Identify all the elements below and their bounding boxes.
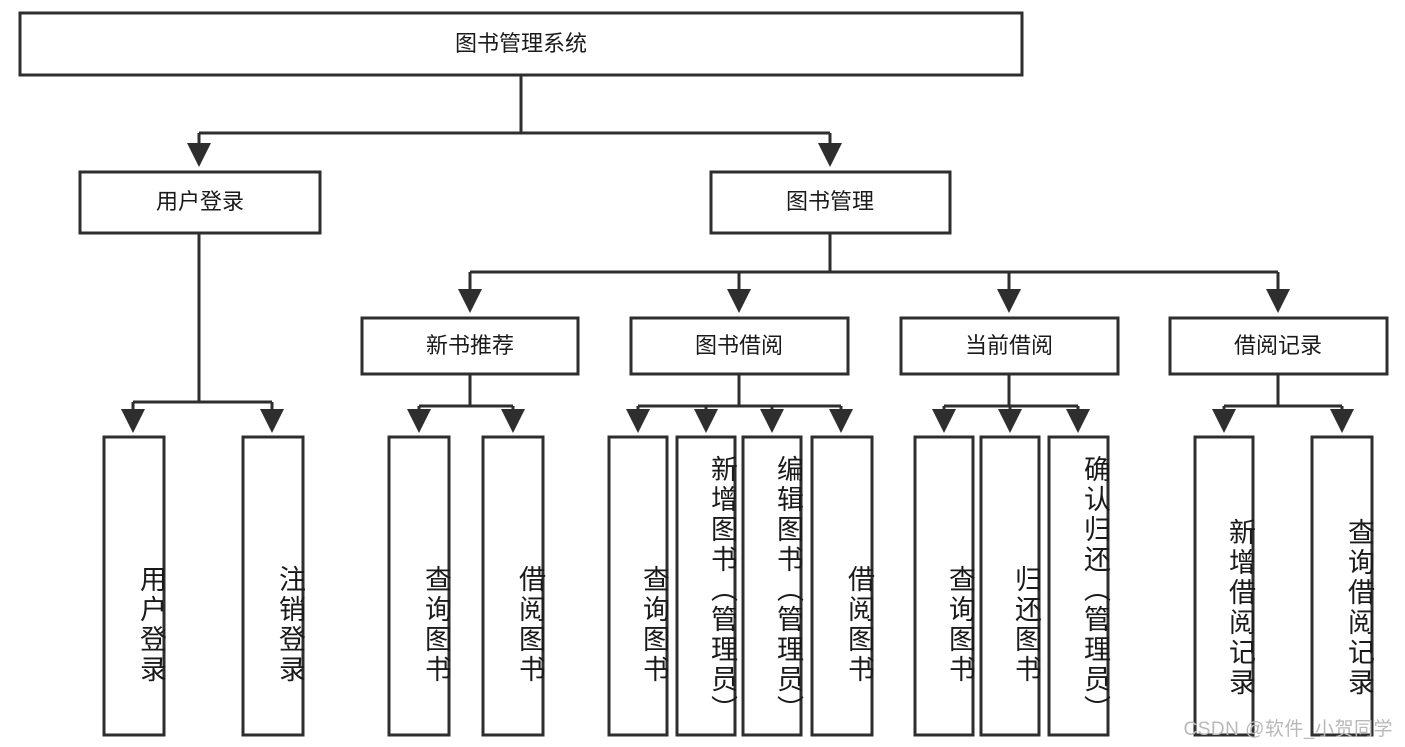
node-current-box[interactable] bbox=[899, 316, 1120, 376]
node-c3-box[interactable] bbox=[1047, 435, 1110, 737]
node-b2-box[interactable] bbox=[675, 435, 737, 737]
csdn-watermark: CSDN @软件_小贺同学 bbox=[1183, 719, 1393, 740]
node-records-label: 借阅记录 bbox=[1234, 333, 1322, 358]
node-l1-box[interactable] bbox=[102, 435, 166, 737]
node-n2-box[interactable] bbox=[481, 435, 545, 737]
node-bookmgmt-box[interactable] bbox=[709, 170, 952, 235]
node-c1-box[interactable] bbox=[913, 435, 975, 737]
edge-login-to-leaves bbox=[121, 233, 284, 433]
node-newbook[interactable]: 新书推荐 bbox=[360, 316, 580, 376]
node-c2-box[interactable] bbox=[979, 435, 1041, 737]
node-current-label: 当前借阅 bbox=[965, 333, 1053, 358]
node-root-label: 图书管理系统 bbox=[455, 31, 587, 56]
node-bookmgmt-label: 图书管理 bbox=[786, 189, 874, 214]
edge-current-to-leaves bbox=[932, 374, 1090, 433]
node-l2-box[interactable] bbox=[241, 435, 305, 737]
node-b3-box[interactable] bbox=[741, 435, 803, 737]
node-login[interactable]: 用户登录 bbox=[78, 170, 322, 235]
edge-root-to-level1 bbox=[187, 75, 842, 167]
node-borrow-box[interactable] bbox=[629, 316, 850, 376]
node-b4-box[interactable] bbox=[810, 435, 874, 737]
node-root[interactable]: 图书管理系统 bbox=[18, 11, 1024, 77]
node-r1-box[interactable] bbox=[1193, 435, 1255, 737]
edge-newbook-to-leaves bbox=[407, 374, 525, 433]
node-login-box[interactable] bbox=[78, 170, 322, 235]
node-borrow[interactable]: 图书借阅 bbox=[629, 316, 850, 376]
node-records-box[interactable] bbox=[1168, 316, 1389, 376]
node-login-label: 用户登录 bbox=[156, 189, 244, 214]
edge-borrow-to-leaves bbox=[626, 374, 853, 433]
node-borrow-label: 图书借阅 bbox=[695, 333, 783, 358]
node-b1-box[interactable] bbox=[607, 435, 669, 737]
node-root-box[interactable] bbox=[18, 11, 1024, 77]
node-newbook-box[interactable] bbox=[360, 316, 580, 376]
node-newbook-label: 新书推荐 bbox=[426, 333, 514, 358]
edge-records-to-leaves bbox=[1212, 374, 1354, 433]
edge-bookmgmt-to-level2 bbox=[458, 233, 1290, 313]
node-bookmgmt[interactable]: 图书管理 bbox=[709, 170, 952, 235]
node-r2-box[interactable] bbox=[1310, 435, 1374, 737]
node-current[interactable]: 当前借阅 bbox=[899, 316, 1120, 376]
node-records[interactable]: 借阅记录 bbox=[1168, 316, 1389, 376]
node-n1-box[interactable] bbox=[387, 435, 451, 737]
